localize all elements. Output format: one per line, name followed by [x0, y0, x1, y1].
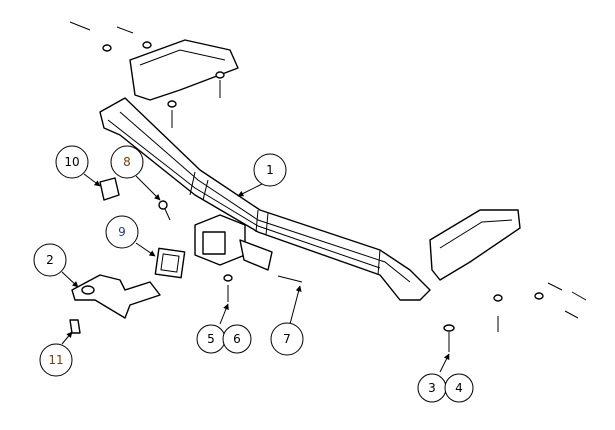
balloon-6: 6: [222, 324, 252, 354]
balloon-7: 7: [270, 322, 304, 356]
svg-text:6: 6: [233, 332, 241, 346]
svg-text:3: 3: [428, 381, 436, 395]
label-plate-11: [69, 319, 81, 334]
svg-text:9: 9: [118, 225, 126, 239]
leader-lines: [61, 173, 450, 373]
svg-text:2: 2: [46, 253, 54, 267]
balloon-1: 1: [253, 153, 287, 187]
balloon-4: 4: [444, 373, 474, 403]
svg-text:1: 1: [266, 163, 274, 177]
svg-text:11: 11: [48, 353, 63, 367]
balloon-8: 8: [110, 145, 144, 179]
balloon-5: 5: [196, 324, 226, 354]
balloon-11: 11: [39, 343, 73, 377]
bolts-and-washers: [69, 21, 587, 352]
svg-text:10: 10: [64, 155, 79, 169]
svg-text:8: 8: [123, 155, 131, 169]
hitch-crossbar: [99, 39, 521, 301]
receiver-cover: [154, 247, 186, 279]
receiver-cover-inner: [160, 253, 180, 273]
ball-mount: [71, 274, 161, 319]
svg-text:7: 7: [283, 332, 291, 346]
label-plate-10: [99, 177, 120, 201]
svg-text:4: 4: [455, 381, 463, 395]
balloon-3: 3: [417, 373, 447, 403]
balloon-9: 9: [105, 215, 139, 249]
svg-text:5: 5: [207, 332, 215, 346]
balloon-2: 2: [33, 243, 67, 277]
balloon-10: 10: [55, 145, 89, 179]
